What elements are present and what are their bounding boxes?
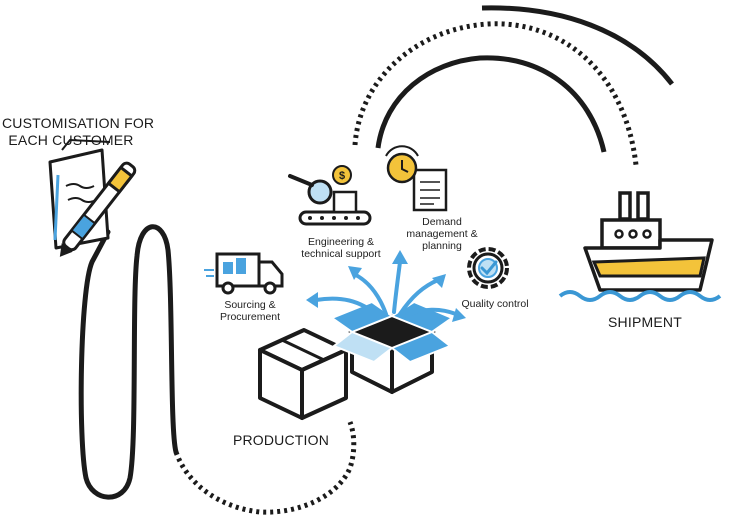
sourcing-label: Sourcing & Procurement: [205, 299, 295, 323]
engineering-label: Engineering & technical support: [281, 236, 401, 260]
water-waves: [560, 292, 720, 300]
gear-check-icon: [469, 249, 507, 287]
document-pen-icon: [50, 140, 137, 261]
engineering-label-line-1: Engineering &: [281, 236, 401, 248]
flow-path-solid-top: [482, 8, 672, 84]
customisation-label-line-1: CUSTOMISATION FOR: [2, 115, 140, 132]
svg-text:$: $: [339, 170, 345, 182]
customisation-label-line-2: EACH CUSTOMER: [2, 132, 140, 149]
ship-icon: [560, 193, 720, 300]
sourcing-label-line-1: Sourcing &: [205, 299, 295, 311]
truck-icon: [204, 254, 282, 293]
flow-path-dotted-arc: [355, 24, 636, 165]
sourcing-label-line-2: Procurement: [205, 311, 295, 323]
shipment-label: SHIPMENT: [600, 314, 690, 331]
engineering-label-line-2: technical support: [281, 248, 401, 260]
box-icon: [260, 330, 346, 418]
clock-document-icon: [386, 146, 446, 210]
quality-control-label: Quality control: [445, 298, 545, 310]
demand-label: Demand management & planning: [397, 216, 487, 252]
flow-path-solid-arc: [378, 58, 604, 152]
production-label: PRODUCTION: [226, 432, 336, 449]
magnifier-conveyor-icon: $: [290, 166, 370, 224]
demand-label-line-3: planning: [397, 240, 487, 252]
flow-path-solid-left: [81, 227, 176, 497]
demand-label-line-1: Demand: [397, 216, 487, 228]
demand-label-line-2: management &: [397, 228, 487, 240]
